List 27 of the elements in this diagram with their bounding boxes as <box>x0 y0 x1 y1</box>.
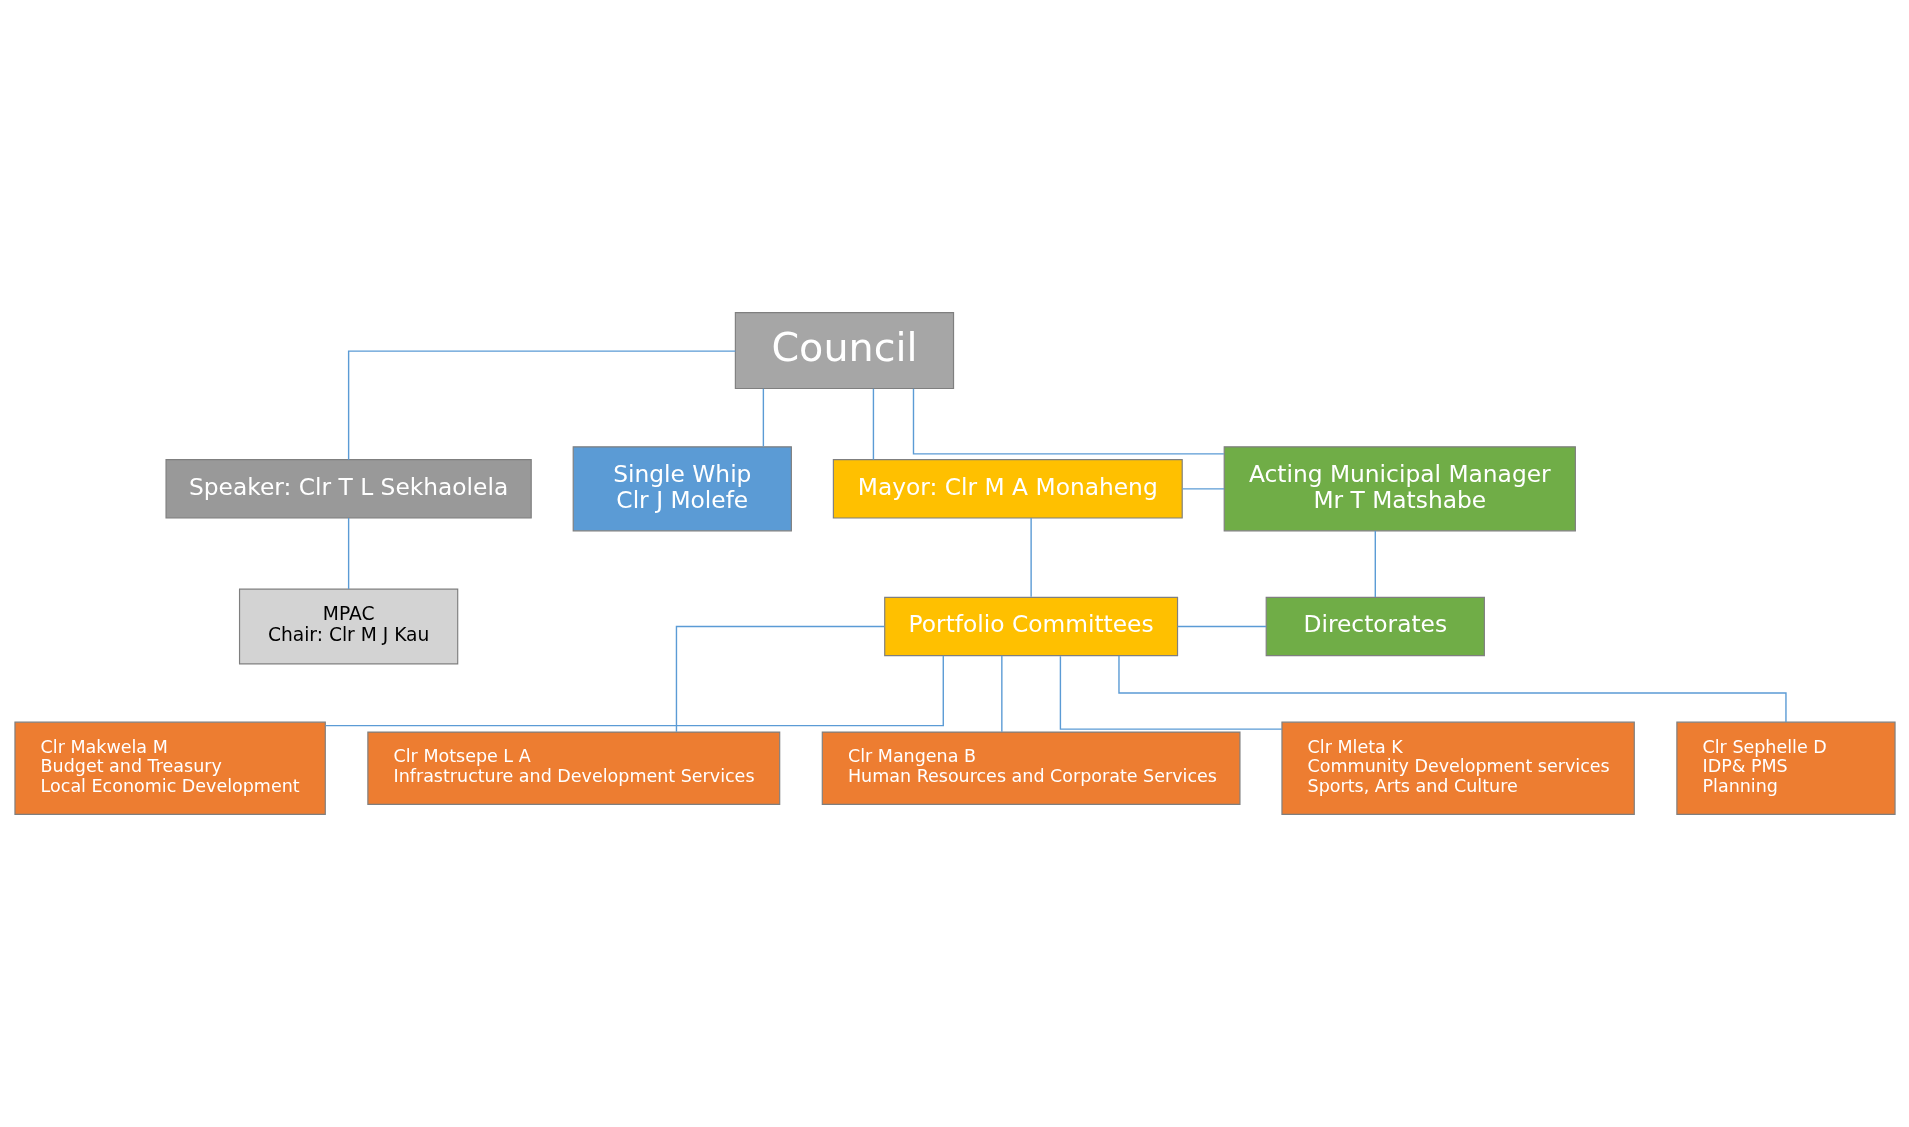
node-box: Clr Mleta K Community Development services Sports, Arts and Culture <box>1280 721 1635 815</box>
connector <box>1181 488 1225 490</box>
connector <box>912 388 1225 455</box>
node-box: Speaker: Clr T L Sekhaolela <box>164 459 532 519</box>
connector <box>675 625 885 733</box>
connector <box>1059 655 1283 730</box>
node-box: Clr Mangena B Human Resources and Corporate Services <box>821 731 1241 805</box>
connector <box>347 350 736 461</box>
connector <box>762 388 764 448</box>
node-box: Clr Motsepe L A Infrastructure and Development Services <box>366 731 780 805</box>
node-box: Clr Sephelle D IDP& PMS Planning <box>1675 721 1896 815</box>
node-box: Clr Makwela M Budget and Treasury Local Economic Development <box>13 721 326 815</box>
connector <box>324 655 944 727</box>
connector <box>1176 625 1267 628</box>
node-box: Portfolio Committees <box>883 596 1178 657</box>
connector <box>1374 530 1376 598</box>
node-box: Council <box>734 312 954 390</box>
node-box: MPAC Chair: Clr M J Kau <box>238 588 458 665</box>
connector <box>1117 655 1787 723</box>
node-box: Single Whip Clr J Molefe <box>572 446 792 532</box>
connector <box>1000 655 1003 733</box>
node-box: Acting Municipal Manager Mr T Matshabe <box>1223 446 1576 532</box>
connector <box>347 517 349 590</box>
node-box: Directorates <box>1265 596 1485 657</box>
connector <box>872 388 874 461</box>
node-box: Mayor: Clr M A Monaheng <box>832 459 1183 519</box>
connector <box>1029 517 1032 598</box>
